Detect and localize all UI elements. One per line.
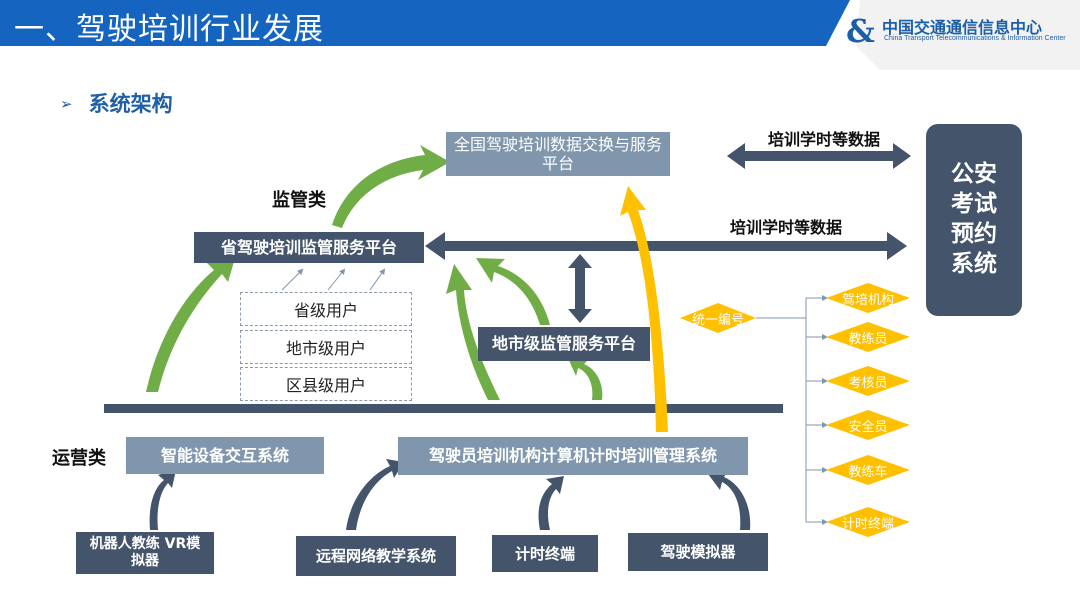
id-item-label: 教练员 xyxy=(848,331,888,347)
timing-system-label: 驾驶员培训机构计算机计时培训管理系统 xyxy=(428,446,717,466)
simulator-box: 驾驶模拟器 xyxy=(628,533,768,571)
provincial-platform-label: 省驾驶培训监管服务平台 xyxy=(220,237,397,257)
logo-text-en: China Transport Telecommunications & Inf… xyxy=(884,35,1066,42)
green-arrow-city-to-provincial xyxy=(476,258,550,325)
id-item-diamond-4 xyxy=(826,410,910,440)
base-divider-bar xyxy=(104,404,783,413)
user-box-city: 地市级用户 xyxy=(240,330,412,364)
remote-box: 远程网络教学系统 xyxy=(296,536,456,576)
section-title-text: 系统架构 xyxy=(88,92,173,116)
green-arrow-base-to-city xyxy=(568,358,603,400)
id-item-label: 教练车 xyxy=(848,464,888,480)
user-label: 区县级用户 xyxy=(285,376,366,395)
robot-box: 机器人教练 VR模拟器 xyxy=(76,532,214,574)
unified-id-diamond xyxy=(680,303,756,333)
user-label: 省级用户 xyxy=(293,301,358,320)
simulator-label: 驾驶模拟器 xyxy=(660,543,736,561)
dark-arrow-simulator-to-timing xyxy=(708,470,751,530)
id-item-diamond-5 xyxy=(826,455,910,485)
user-box-provincial: 省级用户 xyxy=(240,292,412,326)
vertical-double-arrow xyxy=(568,254,592,323)
public-security-box: 公安考试预约系统 xyxy=(926,124,1022,316)
bullet-triangle-icon: ➢ xyxy=(60,95,73,113)
smart-device-box: 智能设备交互系统 xyxy=(126,437,324,474)
yellow-arrow-timing-to-national xyxy=(620,186,668,432)
national-platform-label: 全国驾驶培训数据交换与服务平台 xyxy=(454,134,663,173)
data-arrow-mid xyxy=(425,232,907,260)
dark-arrow-robot-to-smart xyxy=(149,470,176,530)
data-label-mid: 培训学时等数据 xyxy=(730,218,843,237)
id-item-label: 考核员 xyxy=(848,375,888,391)
data-arrow-top xyxy=(727,143,911,169)
data-label-top: 培训学时等数据 xyxy=(768,130,881,149)
section-title: ➢ 系统架构 xyxy=(60,88,173,118)
logo: & 中国交通通信信息中心 China Transport Telecommuni… xyxy=(844,0,1080,66)
id-item-diamond-2 xyxy=(826,322,910,352)
dark-arrow-remote-to-timing xyxy=(346,459,404,530)
terminal-label: 计时终端 xyxy=(514,544,575,563)
page-title: 一、驾驶培训行业发展 xyxy=(14,12,324,47)
dark-arrow-terminal-to-timing xyxy=(538,476,564,530)
user-label: 地市级用户 xyxy=(285,339,366,358)
supervision-label: 监管类 xyxy=(272,190,326,211)
user-box-county: 区县级用户 xyxy=(240,367,412,401)
timing-system-box: 驾驶员培训机构计算机计时培训管理系统 xyxy=(398,437,748,475)
city-platform-label: 地市级监管服务平台 xyxy=(491,334,636,354)
operation-label: 运营类 xyxy=(52,448,106,469)
id-item-diamond-6 xyxy=(826,507,910,537)
robot-label: 机器人教练 VR模拟器 xyxy=(89,536,201,569)
provincial-platform-box: 省驾驶培训监管服务平台 xyxy=(194,232,424,263)
national-platform-box: 全国驾驶培训数据交换与服务平台 xyxy=(446,132,670,176)
id-item-diamond-1 xyxy=(826,283,910,313)
public-security-label: 公安考试预约系统 xyxy=(951,161,997,277)
city-platform-box: 地市级监管服务平台 xyxy=(478,327,650,361)
green-arrow-base-to-provincial xyxy=(146,248,238,392)
id-item-diamond-3 xyxy=(826,366,910,396)
unified-id-label: 统一编号 xyxy=(691,312,744,328)
id-item-label: 安全员 xyxy=(848,419,888,435)
svg-text:&: & xyxy=(846,12,875,50)
smart-device-label: 智能设备交互系统 xyxy=(160,445,289,465)
remote-label: 远程网络教学系统 xyxy=(315,547,436,565)
green-arrow-provincial-to-national xyxy=(332,145,450,228)
header-bar: 一、驾驶培训行业发展 xyxy=(0,0,1080,70)
green-arrow-base-to-provincial-2 xyxy=(446,264,500,400)
id-item-label: 驾培机构 xyxy=(841,292,894,308)
terminal-box: 计时终端 xyxy=(492,535,598,572)
id-item-label: 计时终端 xyxy=(841,516,894,532)
header-background xyxy=(0,0,1080,70)
logo-emblem-icon: & xyxy=(846,12,875,50)
logo-text-cn: 中国交通通信信息中心 xyxy=(882,18,1043,37)
